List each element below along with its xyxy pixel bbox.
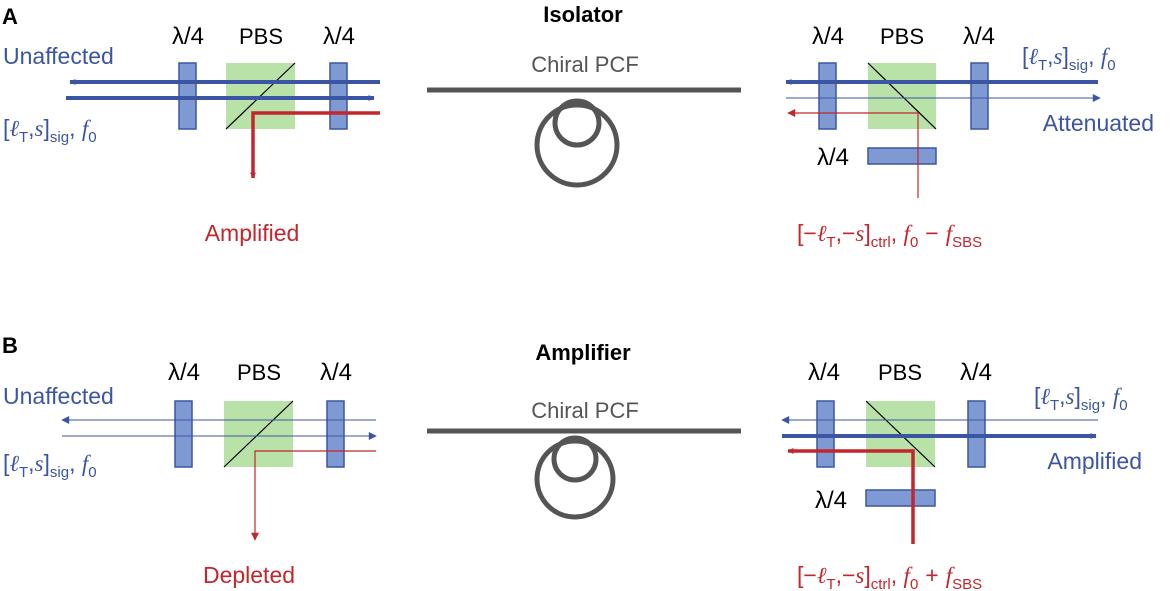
panel-b: B Amplifier λ/4 PBS λ/4 Unaffected [ℓT,s… (2, 333, 1142, 591)
depleted-output-label: Depleted (203, 562, 295, 588)
pbs-left-label-b: PBS (237, 360, 281, 385)
attenuated-label: Attenuated (1043, 110, 1154, 136)
waveplate-right-1-label: λ/4 (812, 23, 844, 50)
waveplate-right-3 (867, 147, 937, 165)
fiber-coil-outer-b (534, 438, 616, 520)
waveplate-right-2-label-b: λ/4 (960, 359, 992, 386)
panel-a-letter: A (2, 4, 18, 29)
waveplate-right-3-b (865, 489, 936, 507)
unaffected-label: Unaffected (3, 43, 114, 69)
control-input-path (787, 109, 919, 198)
waveplate-left-1-b (174, 400, 193, 468)
fiber-label-a: Chiral PCF (531, 52, 639, 77)
panel-b-left-setup: λ/4 PBS λ/4 Unaffected [ℓT,s]sig, f0 Dep… (3, 359, 377, 588)
waveplate-right-2 (970, 62, 989, 130)
panel-a-title: Isolator (543, 2, 623, 27)
control-label-a: [−ℓT,−s]ctrl, f0−fSBS (797, 220, 982, 251)
waveplate-left-2-label: λ/4 (323, 23, 355, 50)
amplified-label-b: Amplified (1047, 448, 1142, 474)
pbs-diagonal-left-b (223, 400, 294, 468)
control-output-path-b (251, 450, 376, 541)
chiral-pcf-fiber-a: Chiral PCF (427, 52, 741, 188)
panel-b-letter: B (2, 333, 18, 358)
input-signal-label: [ℓT,s]sig, f0 (3, 115, 97, 146)
waveplate-right-3-label-b: λ/4 (815, 487, 847, 514)
waveplate-right-1-label-b: λ/4 (808, 359, 840, 386)
panel-a-right-setup: λ/4 PBS λ/4 λ/4 [ℓT,s]sig, f0 Attenuated… (785, 23, 1154, 251)
waveplate-right-3-label: λ/4 (817, 144, 849, 171)
waveplate-left-1-label: λ/4 (172, 23, 204, 50)
pbs-right-label-b: PBS (878, 360, 922, 385)
signal-in-label-b: [ℓT,s]sig, f0 (1034, 383, 1128, 414)
pbs-right-label: PBS (880, 24, 924, 49)
waveplate-right-1 (818, 62, 837, 130)
fiber-coil-outer-a (534, 102, 620, 188)
waveplate-left-1-label-b: λ/4 (168, 359, 200, 386)
panel-b-title: Amplifier (535, 340, 631, 365)
control-input-path-b (787, 448, 915, 544)
fiber-label-b: Chiral PCF (531, 398, 639, 423)
input-signal-label-b: [ℓT,s]sig, f0 (3, 450, 97, 481)
signal-in-label: [ℓT,s]sig, f0 (1022, 43, 1116, 74)
panel-a-left-setup: λ/4 PBS λ/4 Unaffected [ℓT,s]sig, f0 Amp… (3, 23, 380, 246)
waveplate-right-2-label: λ/4 (963, 23, 995, 50)
waveplate-left-2-label-b: λ/4 (320, 359, 352, 386)
control-label-b: [−ℓT,−s]ctrl, f0+fSBS (797, 562, 982, 591)
pbs-diagonal-right (867, 62, 937, 130)
pbs-left-label: PBS (239, 24, 283, 49)
waveplate-left-2-b (326, 400, 345, 468)
unaffected-label-b: Unaffected (3, 383, 114, 409)
chiral-pcf-fiber-b: Chiral PCF (427, 398, 741, 520)
amplified-output-label: Amplified (205, 220, 300, 246)
fiber-coil-inner-a (552, 98, 602, 148)
panel-a: A Isolator λ/4 PBS λ/4 Unaffected [ℓT,s]… (2, 2, 1154, 251)
fiber-coil-inner-b (551, 435, 599, 483)
control-output-path (250, 111, 380, 179)
panel-b-right-setup: λ/4 PBS λ/4 λ/4 [ℓT,s]sig, f0 Amplified … (781, 359, 1142, 591)
